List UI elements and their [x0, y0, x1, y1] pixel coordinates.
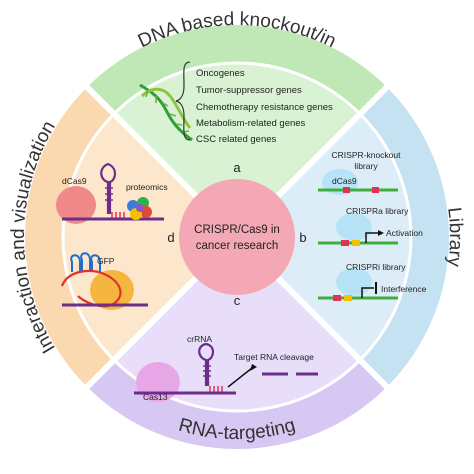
guide-bases [111, 212, 125, 218]
crispri-library: CRISPRi library Interference [318, 262, 427, 301]
gene-list-brace [175, 61, 191, 141]
rna-targeting-panel: Cas13 crRNA Target RNA cleavage [134, 334, 318, 402]
dcas9-protein-icon [336, 268, 372, 296]
center-title-line2: cancer research [196, 240, 278, 252]
dcas9-label-right: dCas9 [332, 176, 357, 186]
dcas9-label-left: dCas9 [62, 176, 87, 186]
gene-item: Tumor-suppressor genes [196, 85, 302, 96]
gfp-visualization-panel: GFP [60, 252, 148, 310]
activation-label: Activation [386, 228, 423, 238]
gene-item: Chemotherapy resistance genes [196, 102, 333, 113]
dcas9-protein-icon [336, 213, 372, 241]
knockout-label: CRISPR-knockout [332, 150, 402, 160]
cleavage-label: Target RNA cleavage [234, 352, 314, 362]
arrowhead-icon [378, 230, 384, 236]
sgrna-loops-icon [70, 252, 101, 272]
target-site [341, 240, 349, 246]
knockout-label-2: library [354, 161, 378, 171]
proteomics-label: proteomics [126, 182, 168, 192]
title-right: Library [443, 206, 466, 268]
inner-ring-border [61, 61, 413, 413]
crispra-label: CRISPRa library [346, 206, 409, 216]
promoter-site [344, 295, 352, 301]
crispr-knockout-library: CRISPR-knockout library dCas9 [318, 150, 401, 195]
letter-c: c [234, 293, 241, 308]
target-site [372, 187, 379, 193]
sgrna-hairpin-icon [100, 162, 117, 214]
target-site [343, 187, 350, 193]
gene-item: Oncogenes [196, 68, 245, 79]
proteomics-panel: dCas9 proteomics [56, 162, 168, 224]
interference-label: Interference [381, 284, 427, 294]
gfp-label: GFP [97, 256, 115, 266]
letter-d: d [167, 230, 174, 245]
crrna-hairpin-icon [198, 342, 215, 386]
guide-bases [209, 386, 223, 392]
cas13-label: Cas13 [143, 392, 168, 402]
crrna-hairpin-stem [203, 365, 211, 377]
activation-arrow-icon [365, 232, 378, 243]
gene-item: CSC related genes [196, 134, 277, 145]
interference-arrow-icon [361, 287, 374, 298]
target-site [333, 295, 341, 301]
letter-b: b [299, 230, 306, 245]
protein-complex-icon [127, 197, 152, 220]
center-title-line1: CRISPR/Cas9 in [194, 224, 280, 236]
cleavage-arrow-icon [227, 367, 253, 388]
crispri-label: CRISPRi library [346, 262, 406, 272]
crispra-library: CRISPRa library Activation [318, 206, 423, 246]
dcas9-protein-icon [56, 186, 96, 224]
center-circle [179, 179, 295, 295]
gene-item: Metabolism-related genes [196, 118, 306, 129]
letter-a: a [233, 160, 241, 175]
crrna-label: crRNA [187, 334, 212, 344]
gene-list: Oncogenes Tumor-suppressor genes Chemoth… [196, 68, 333, 145]
gfp-protein-icon [90, 270, 134, 310]
arrowhead-icon [250, 364, 257, 371]
promoter-site [352, 240, 360, 246]
